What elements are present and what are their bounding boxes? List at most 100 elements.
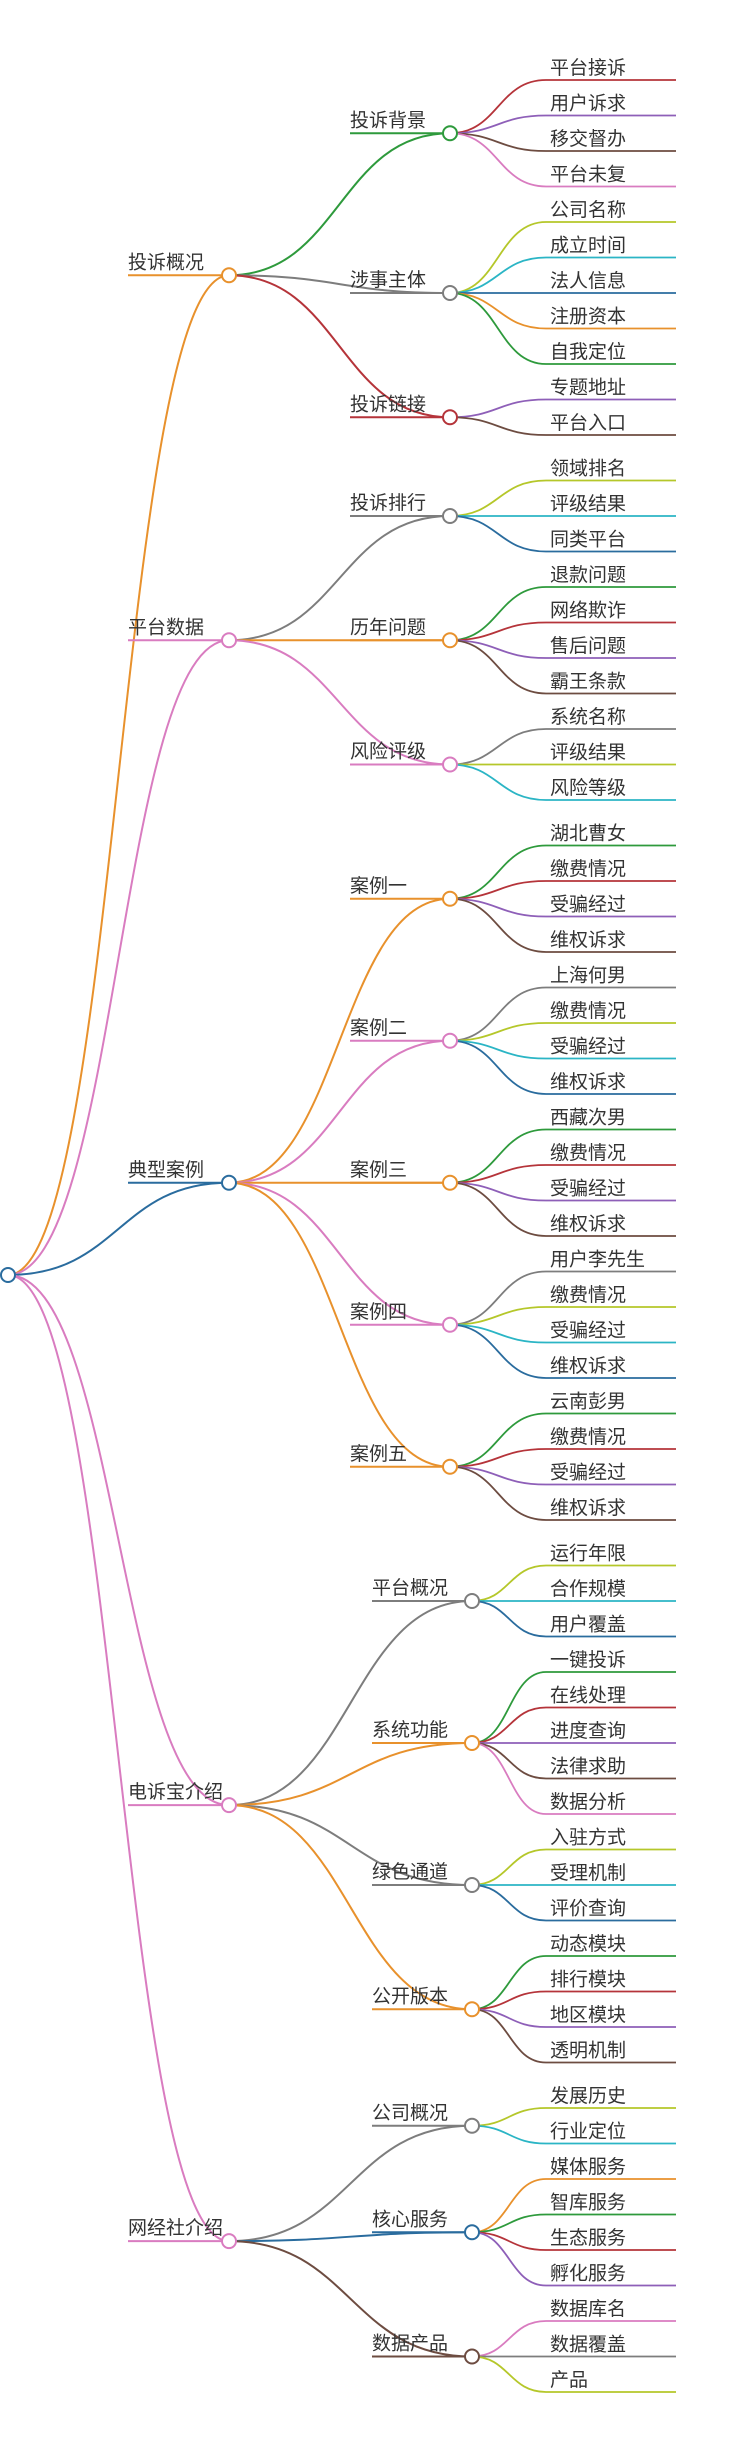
sub-branch-line-1-1	[228, 132, 451, 277]
sub-branch-line-5-1	[228, 2124, 473, 2243]
leaf-line-4-2-1	[471, 1671, 547, 1744]
leaf-line-3-4-2	[449, 1306, 547, 1326]
branch-label-3: 典型案例	[128, 1159, 204, 1181]
branch-line-4	[7, 1274, 230, 1807]
leaf-line-1-1-4	[449, 132, 547, 188]
sub-branch-label-1-3: 投诉链接	[350, 393, 426, 415]
leaf-label-3-1-2: 缴费情况	[550, 858, 626, 880]
sub-branch-line-4-4	[228, 1804, 473, 2011]
leaf-label-2-2-4: 霸王条款	[550, 671, 626, 693]
branch-label-5: 网经社介绍	[128, 2217, 223, 2239]
sub-branch-label-5-1: 公司概况	[372, 2102, 448, 2124]
leaf-line-2-1-3	[449, 515, 547, 553]
leaf-line-3-1-2	[449, 880, 547, 900]
leaf-line-3-1-1	[449, 844, 547, 900]
leaf-line-3-5-1	[449, 1412, 547, 1468]
leaf-line-2-2-2	[449, 621, 547, 642]
leaf-line-5-2-1	[471, 2178, 547, 2234]
branch-node-4[interactable]	[221, 1797, 237, 1814]
leaf-line-3-5-4	[449, 1465, 547, 1521]
leaf-label-3-5-2: 缴费情况	[550, 1426, 626, 1448]
sub-branch-line-5-3	[228, 2240, 473, 2358]
leaf-label-4-2-3: 进度查询	[550, 1720, 626, 1742]
root-node[interactable]	[0, 1267, 16, 1283]
leaf-label-4-1-3: 用户覆盖	[550, 1614, 626, 1636]
leaf-line-4-3-3	[471, 1884, 547, 1922]
sub-branch-node-4-4[interactable]	[464, 2001, 480, 2018]
sub-branch-node-5-2[interactable]	[464, 2224, 480, 2241]
sub-branch-label-4-1: 平台概况	[372, 1577, 448, 1599]
sub-branch-label-2-3: 风险评级	[350, 741, 426, 763]
branch-node-5[interactable]	[221, 2233, 237, 2250]
leaf-label-5-3-1: 数据库名	[550, 2298, 626, 2320]
sub-branch-line-2-1	[228, 515, 451, 642]
leaf-label-2-1-3: 同类平台	[550, 529, 626, 551]
leaf-label-3-2-4: 维权诉求	[550, 1071, 626, 1093]
leaf-line-2-2-1	[449, 586, 547, 642]
sub-branch-label-3-3: 案例三	[350, 1159, 407, 1181]
sub-branch-node-3-1[interactable]	[442, 890, 458, 907]
leaf-line-1-3-1	[449, 398, 547, 419]
leaf-label-5-2-3: 生态服务	[550, 2227, 626, 2249]
branch-line-5	[7, 1274, 230, 2243]
leaf-line-4-2-4	[471, 1742, 547, 1780]
sub-branch-label-3-4: 案例四	[350, 1301, 407, 1323]
sub-branch-line-4-2	[228, 1742, 473, 1807]
branch-node-3[interactable]	[221, 1174, 237, 1191]
leaf-label-3-4-4: 维权诉求	[550, 1355, 626, 1377]
sub-branch-node-2-3[interactable]	[442, 756, 458, 773]
leaf-label-3-4-3: 受骗经过	[550, 1320, 626, 1342]
sub-branch-node-4-1[interactable]	[464, 1593, 480, 1609]
sub-branch-node-3-2[interactable]	[442, 1032, 458, 1049]
leaf-label-3-3-3: 受骗经过	[550, 1178, 626, 1200]
leaf-line-4-4-2	[471, 1990, 547, 2011]
sub-branch-node-3-5[interactable]	[442, 1458, 458, 1475]
leaf-label-5-2-1: 媒体服务	[550, 2156, 626, 2178]
sub-branch-line-3-2	[228, 1039, 451, 1184]
branch-node-2[interactable]	[221, 632, 237, 649]
leaf-line-5-2-3	[471, 2231, 547, 2251]
sub-branch-node-5-1[interactable]	[464, 2117, 480, 2134]
leaf-label-1-2-4: 注册资本	[550, 306, 626, 328]
sub-branch-node-1-3[interactable]	[442, 409, 458, 426]
leaf-label-3-1-3: 受骗经过	[550, 894, 626, 916]
sub-branch-node-4-2[interactable]	[464, 1735, 480, 1751]
sub-branch-node-1-2[interactable]	[442, 285, 458, 301]
leaf-label-3-2-2: 缴费情况	[550, 1000, 626, 1022]
leaf-line-3-1-4	[449, 897, 547, 953]
leaf-line-4-4-3	[471, 2008, 547, 2028]
sub-branch-line-3-5	[228, 1181, 451, 1468]
sub-branch-node-4-3[interactable]	[464, 1877, 480, 1893]
leaf-line-4-4-1	[471, 1955, 547, 2011]
sub-branch-node-5-3[interactable]	[464, 2348, 480, 2365]
leaf-label-3-3-1: 西藏次男	[550, 1107, 626, 1129]
leaf-line-3-2-1	[449, 986, 547, 1042]
sub-branch-node-3-3[interactable]	[442, 1174, 458, 1191]
leaf-label-3-4-1: 用户李先生	[550, 1249, 645, 1271]
leaf-label-3-1-4: 维权诉求	[550, 929, 626, 951]
leaf-line-5-2-4	[471, 2231, 547, 2287]
sub-branch-node-1-1[interactable]	[442, 125, 458, 142]
leaf-line-5-3-3	[471, 2355, 547, 2393]
leaf-label-3-3-2: 缴费情况	[550, 1142, 626, 1164]
leaf-label-4-3-3: 评价查询	[550, 1898, 626, 1920]
sub-branch-label-5-3: 数据产品	[372, 2333, 448, 2355]
sub-branch-label-1-1: 投诉背景	[350, 109, 426, 131]
leaf-label-5-1-2: 行业定位	[550, 2121, 626, 2143]
sub-branch-label-3-2: 案例二	[350, 1017, 407, 1039]
leaf-line-1-1-1	[449, 79, 547, 135]
leaf-line-4-1-1	[471, 1564, 547, 1602]
leaf-line-4-2-2	[471, 1706, 547, 1744]
leaf-label-3-1-1: 湖北曹女	[550, 823, 626, 845]
leaf-label-4-3-1: 入驻方式	[550, 1827, 626, 1849]
leaf-label-3-3-4: 维权诉求	[550, 1213, 626, 1235]
leaf-label-4-2-4: 法律求助	[550, 1756, 626, 1778]
sub-branch-label-3-1: 案例一	[350, 875, 407, 897]
branch-node-1[interactable]	[221, 267, 237, 284]
sub-branch-node-2-2[interactable]	[442, 632, 458, 649]
leaf-line-3-5-2	[449, 1448, 547, 1468]
leaf-line-1-1-3	[449, 132, 547, 152]
sub-branch-node-3-4[interactable]	[442, 1316, 458, 1333]
sub-branch-node-2-1[interactable]	[442, 508, 458, 524]
